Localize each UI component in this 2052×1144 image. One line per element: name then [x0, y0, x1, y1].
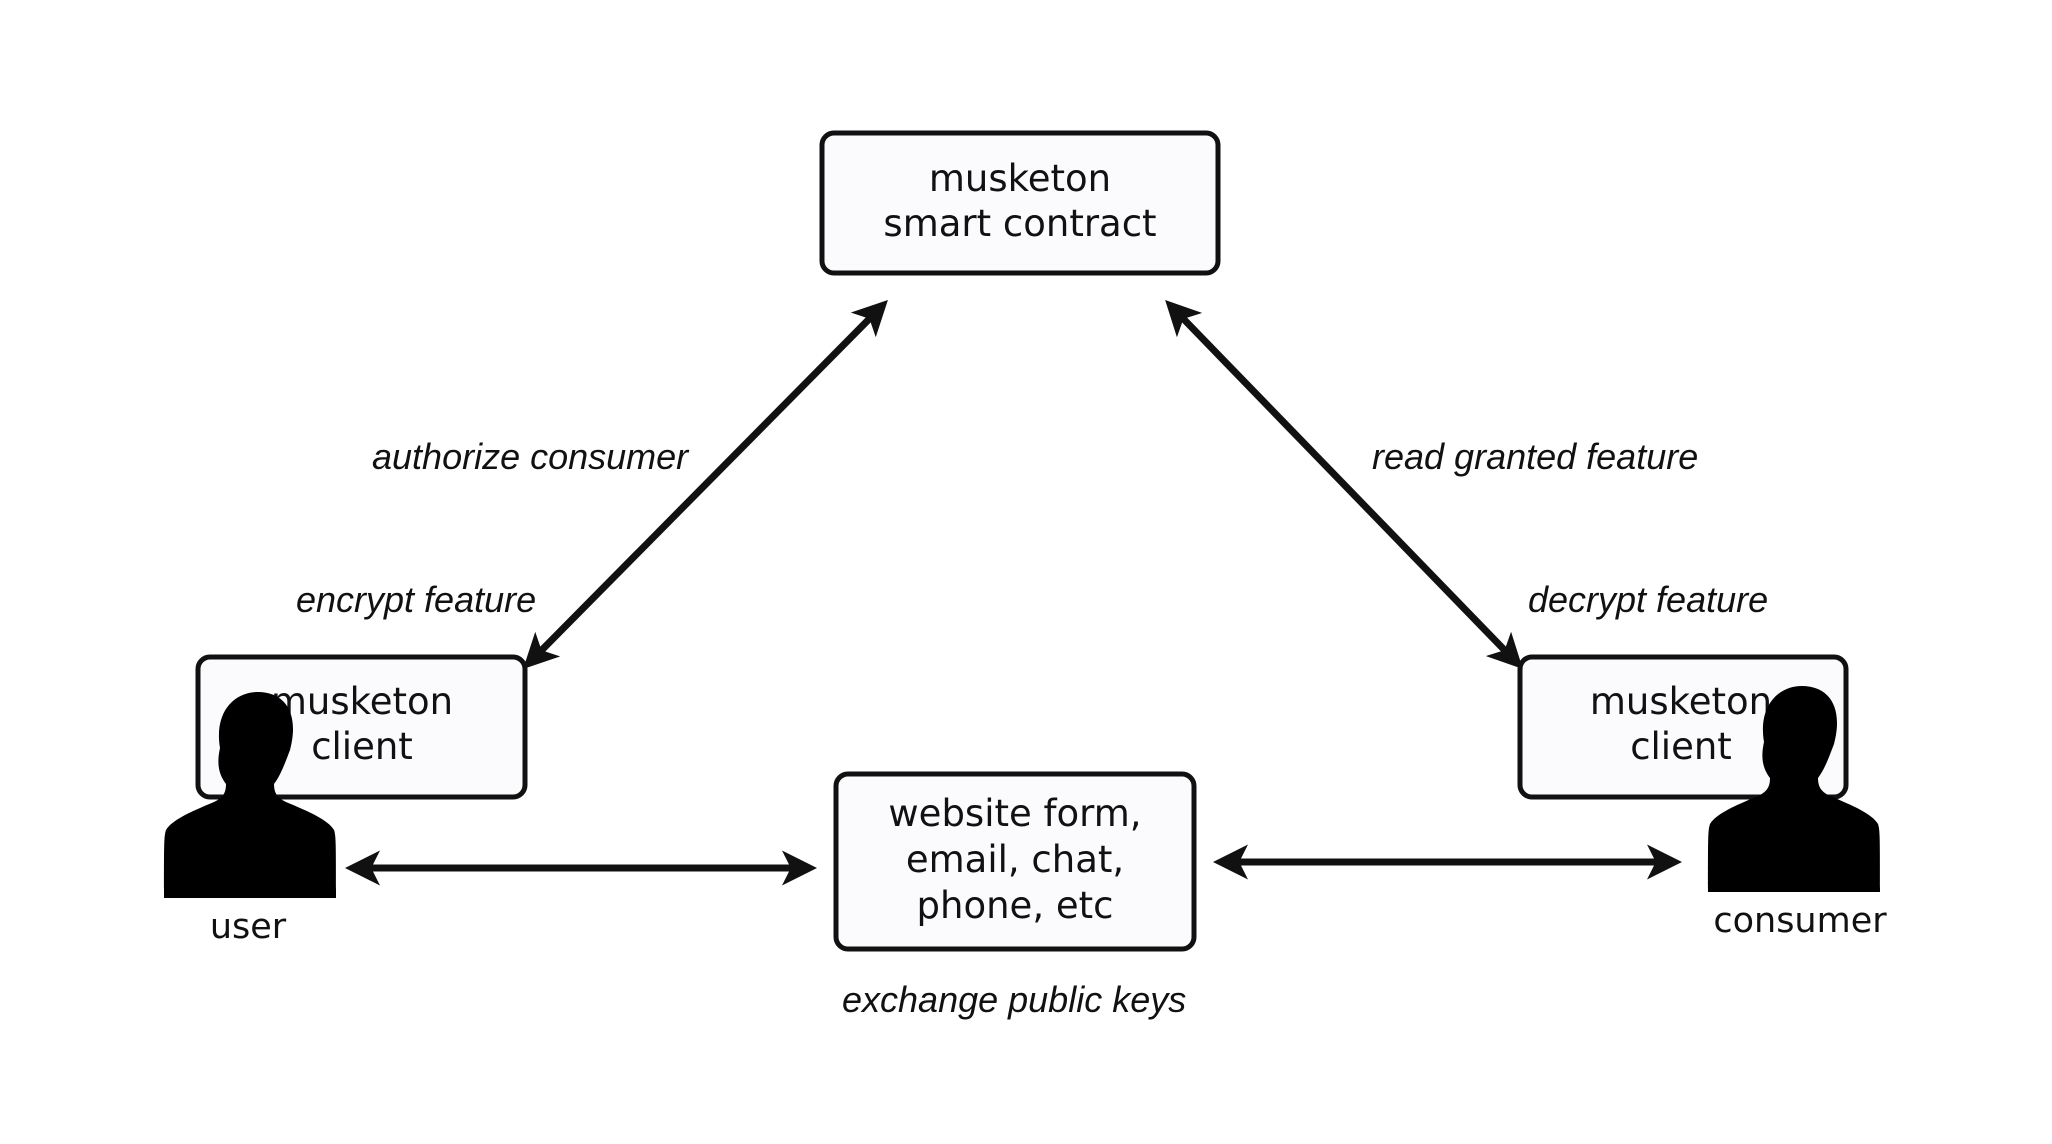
smart-contract-line1: musketon	[929, 157, 1111, 200]
channel-line1: website form,	[888, 792, 1141, 835]
channel-line3: phone, etc	[917, 884, 1114, 927]
user-client-line1: musketon	[271, 680, 453, 723]
exchange-public-keys-label: exchange public keys	[842, 979, 1186, 1020]
user-client-line2: client	[311, 725, 413, 768]
decrypt-feature-label: decrypt feature	[1528, 579, 1768, 620]
channel-node: website form, email, chat, phone, etc	[833, 771, 1197, 952]
consumer-person-icon	[1708, 686, 1880, 892]
consumer-client-line1: musketon	[1590, 680, 1772, 723]
consumer-client-line2: client	[1630, 725, 1732, 768]
encrypt-feature-label: encrypt feature	[296, 579, 536, 620]
channel-line2: email, chat,	[906, 838, 1124, 881]
smart-contract-line2: smart contract	[883, 202, 1156, 245]
consumer-contract-arrow	[1165, 299, 1523, 670]
user-contract-arrow	[523, 300, 888, 669]
smart-contract-node: musketon smart contract	[819, 130, 1221, 276]
consumer-label: consumer	[1713, 901, 1887, 941]
read-granted-feature-label: read granted feature	[1372, 436, 1698, 477]
user-label: user	[210, 907, 287, 947]
authorize-consumer-label: authorize consumer	[372, 436, 690, 477]
user-person-icon	[164, 692, 336, 898]
